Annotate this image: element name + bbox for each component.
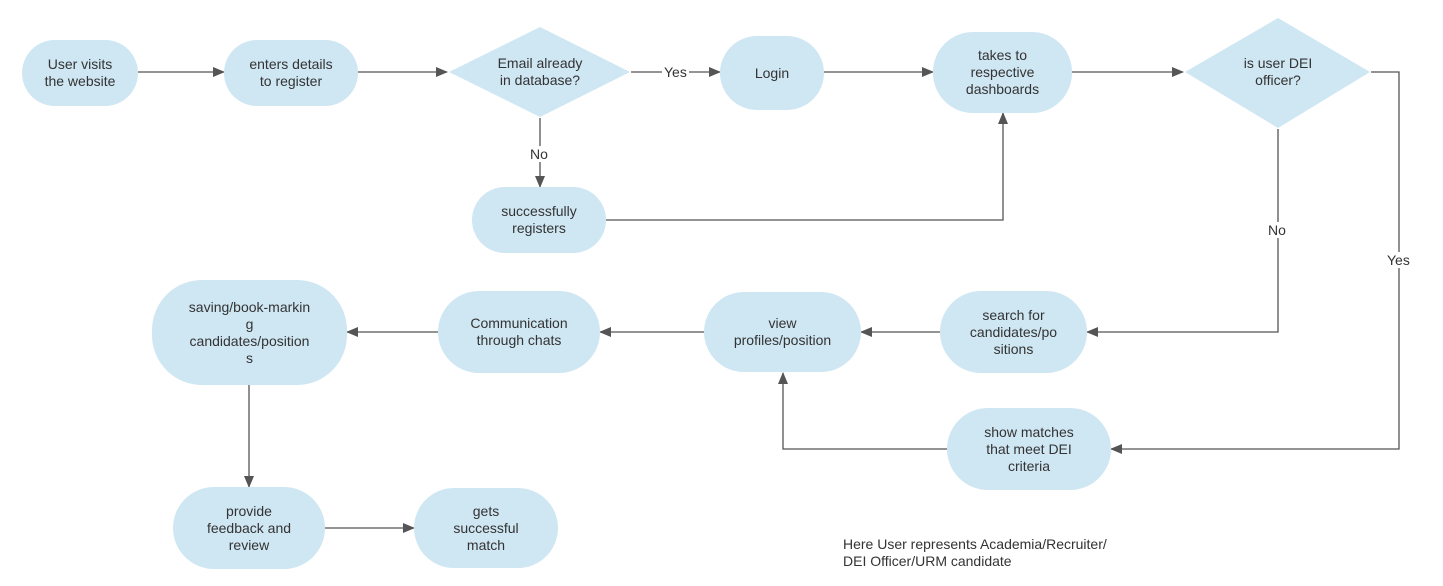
node-search-candidates: search for candidates/po sitions: [940, 291, 1087, 373]
node-provide-feedback: provide feedback and review: [173, 487, 325, 569]
dei-decision-diamond: [1185, 18, 1370, 128]
node-login: Login: [720, 36, 824, 110]
edge-label-dei-yes: Yes: [1385, 252, 1412, 268]
footnote-user-definition: Here User represents Academia/Recruiter/…: [843, 536, 1107, 569]
edge-dei-yes-to-matches: [1110, 71, 1400, 454]
node-communication: Communication through chats: [438, 291, 600, 373]
node-show-matches: show matches that meet DEI criteria: [947, 408, 1111, 490]
edge-registers-to-dashboards: [606, 112, 1008, 221]
edge-label-dei-no: No: [1266, 222, 1288, 238]
node-enters-details: enters details to register: [224, 40, 358, 106]
node-user-visits: User visits the website: [22, 40, 138, 106]
node-dashboards: takes to respective dashboards: [933, 32, 1072, 113]
node-successful-match: gets successful match: [414, 488, 558, 568]
edge-matches-to-view: [778, 372, 947, 450]
edge-label-email-no: No: [528, 146, 550, 162]
email-decision-label: Email already in database?: [497, 55, 583, 88]
email-decision-diamond: [449, 27, 630, 117]
dei-decision-label: is user DEI officer?: [1243, 55, 1313, 88]
node-successfully-registers: successfully registers: [472, 187, 606, 253]
node-saving-bookmarking: saving/book-markin g candidates/position…: [152, 280, 347, 385]
edge-dei-no-to-search: [1086, 129, 1279, 337]
edge-label-email-yes: Yes: [662, 64, 689, 80]
node-view-profiles: view profiles/position: [704, 292, 861, 372]
